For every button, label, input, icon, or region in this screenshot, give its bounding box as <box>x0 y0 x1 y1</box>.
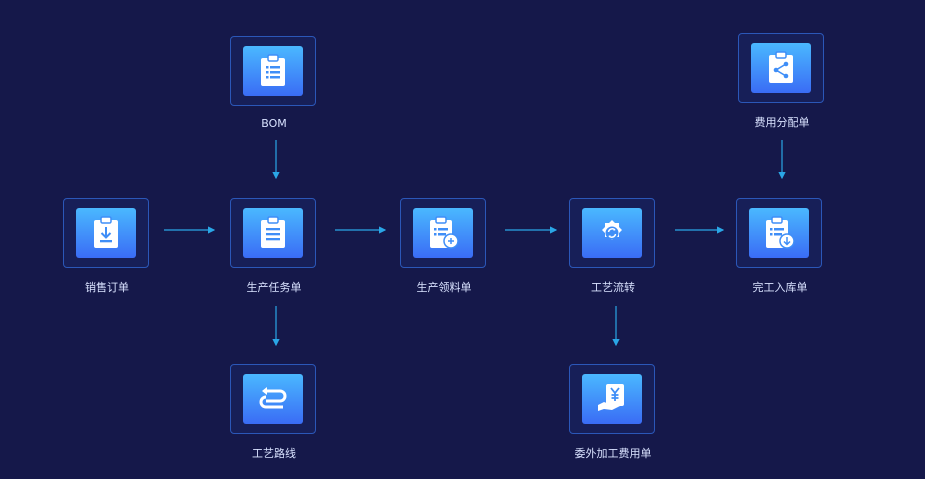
node-sales-order[interactable]: 销售订单 <box>63 198 151 295</box>
node-label: 生产领料单 <box>416 281 472 294</box>
node-box[interactable] <box>230 364 316 434</box>
node-bom[interactable]: BOM <box>230 36 318 130</box>
node-outsourcing-cost[interactable]: 委外加工费用单 <box>569 364 657 461</box>
node-production-material[interactable]: 生产领料单 <box>400 198 488 295</box>
node-completion-inbound[interactable]: 完工入库单 <box>736 198 824 295</box>
node-box[interactable] <box>230 198 316 268</box>
hand-yen-icon <box>582 374 642 424</box>
clipboard-text-icon <box>243 208 303 258</box>
node-label: 销售订单 <box>85 281 129 294</box>
clipboard-arrow-down-icon <box>749 208 809 258</box>
route-loop-icon <box>243 374 303 424</box>
node-label: 工艺流转 <box>591 281 635 294</box>
gear-cycle-icon <box>582 208 642 258</box>
node-box[interactable] <box>63 198 149 268</box>
node-label: 生产任务单 <box>246 281 302 294</box>
node-box[interactable] <box>400 198 486 268</box>
node-box[interactable] <box>569 198 655 268</box>
node-production-task[interactable]: 生产任务单 <box>230 198 318 295</box>
node-label: 费用分配单 <box>754 116 810 129</box>
clipboard-receive-icon <box>413 208 473 258</box>
node-process-flow[interactable]: 工艺流转 <box>569 198 657 295</box>
node-label: BOM <box>261 117 287 130</box>
clipboard-share-icon <box>751 43 811 93</box>
node-label: 工艺路线 <box>252 447 296 460</box>
node-cost-allocation[interactable]: 费用分配单 <box>738 33 826 130</box>
node-label: 完工入库单 <box>752 281 808 294</box>
node-process-route[interactable]: 工艺路线 <box>230 364 318 461</box>
node-box[interactable] <box>569 364 655 434</box>
node-box[interactable] <box>736 198 822 268</box>
node-label: 委外加工费用单 <box>574 447 652 460</box>
clipboard-list-icon <box>243 46 303 96</box>
node-box[interactable] <box>230 36 316 106</box>
node-box[interactable] <box>738 33 824 103</box>
clipboard-download-icon <box>76 208 136 258</box>
